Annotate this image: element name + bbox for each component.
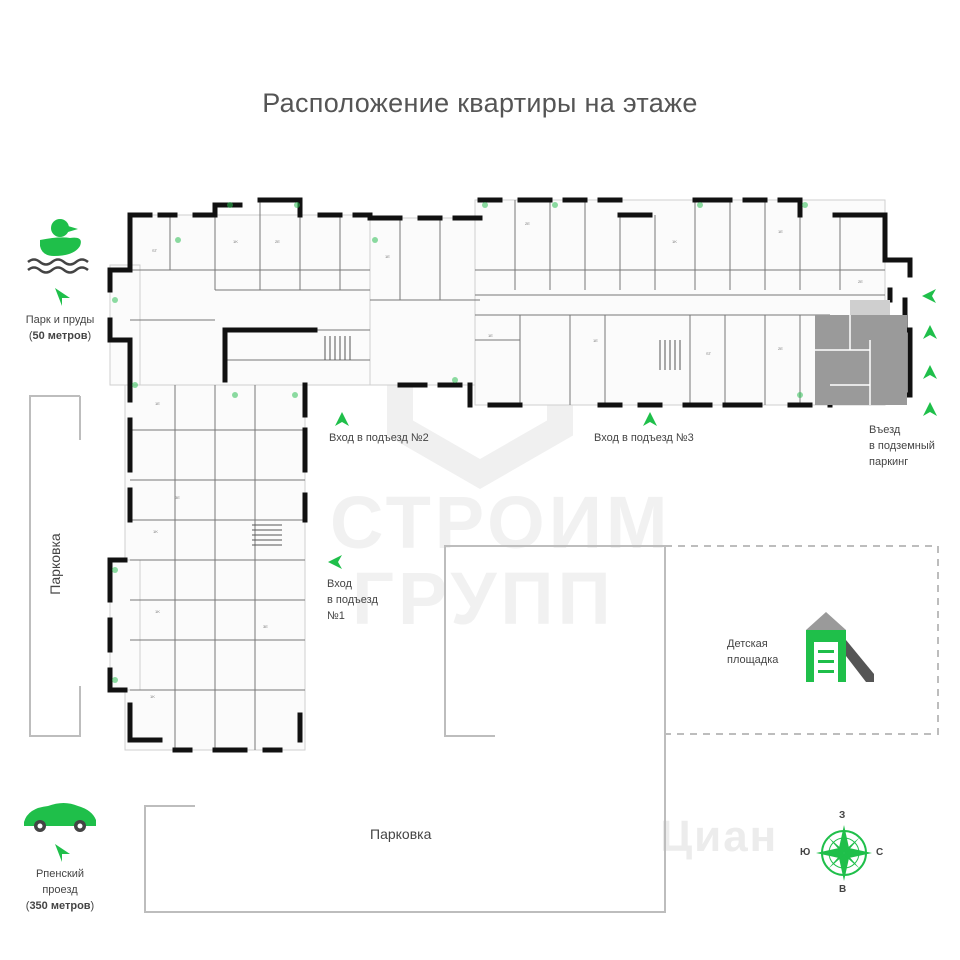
stair-3 [659,340,681,370]
interior-partitions [130,200,885,750]
road-label-line1: Рпенский [35,868,85,880]
compass-icon [816,825,872,881]
svg-text:1K: 1K [233,239,238,244]
entrance-arrows [55,288,937,862]
parking-left-label: Парковка [47,533,63,595]
park-label: Парк и пруды (50 метров) [10,312,110,344]
compass-west: Ю [800,847,811,858]
svg-text:ST: ST [152,248,158,253]
road-label: Рпенский проезд (350 метров) [10,866,110,914]
arrow-up-icon [923,325,937,339]
arrow-diag-icon [55,844,70,862]
svg-text:1E: 1E [385,254,390,259]
svg-text:3E: 3E [263,624,268,629]
entrance-2-label: Вход в подъезд №2 [329,432,429,444]
svg-text:1E: 1E [778,229,783,234]
svg-text:1E: 1E [155,401,160,406]
svg-text:1E: 1E [593,338,598,343]
compass-south: В [839,884,847,895]
stairwells [252,336,681,546]
duck-icon [27,219,89,274]
playground-outline [665,545,939,735]
watermark-line-2: ГРУПП [352,557,615,640]
compass-east: С [876,847,884,858]
stair-2 [324,336,351,360]
svg-text:3E: 3E [175,495,180,500]
watermark-bottom: Циан [660,812,779,861]
svg-text:1K: 1K [153,529,158,534]
svg-text:2E: 2E [275,239,280,244]
stair-1 [252,524,282,546]
parking-outlines [29,395,666,913]
arrow-up-icon [643,412,657,426]
highlighted-apartment-rooms [815,315,871,405]
arrow-up-icon [335,412,349,426]
road-distance-value: 350 метров [29,900,91,912]
parking-bottom-outline [144,545,666,913]
svg-text:1K: 1K [150,694,155,699]
svg-text:1E: 1E [488,333,493,338]
arrow-diag-icon [55,288,70,306]
svg-text:2E: 2E [858,279,863,284]
arrow-left-icon [328,555,342,569]
greenery-dots [112,202,808,683]
entrance-3-label: Вход в подъезд №3 [594,432,694,444]
compass-north: З [839,810,846,821]
park-distance-value: 50 метров [32,330,88,342]
page-title: Расположение квартиры на этаже [262,88,698,118]
arrow-left-icon [922,289,936,303]
parking-bottom-label: Парковка [370,826,432,842]
car-icon [24,803,96,832]
watermark-line-1: СТРОИМ [330,481,672,564]
highlighted-apartment [815,315,907,405]
svg-text:2E: 2E [525,221,530,226]
svg-text:2E: 2E [778,346,783,351]
park-distance: (50 метров) [28,330,92,342]
entrance-1-label: Вход в подъезд №1 [327,578,378,622]
arrow-up-icon [923,402,937,416]
parking-entry-label: Въезд в подземный паркинг [869,424,935,468]
svg-text:ST: ST [706,351,712,356]
exterior-walls [107,197,913,753]
arrow-up-icon [923,365,937,379]
parking-left-outline [29,395,81,737]
park-label-line1: Парк и пруды [25,314,95,326]
road-distance: (350 метров) [25,900,95,912]
room-tags: ST 1K 2E 1E 2E 1K 1E 2E 1E 1E ST 2E 1E 3E 1K 1K 1K 3E [150,221,863,699]
playground-label: Детская площадка [727,638,779,666]
playground-icon [806,612,874,682]
road-label-line2: проезд [42,884,78,896]
svg-text:1K: 1K [155,609,160,614]
svg-text:1K: 1K [672,239,677,244]
